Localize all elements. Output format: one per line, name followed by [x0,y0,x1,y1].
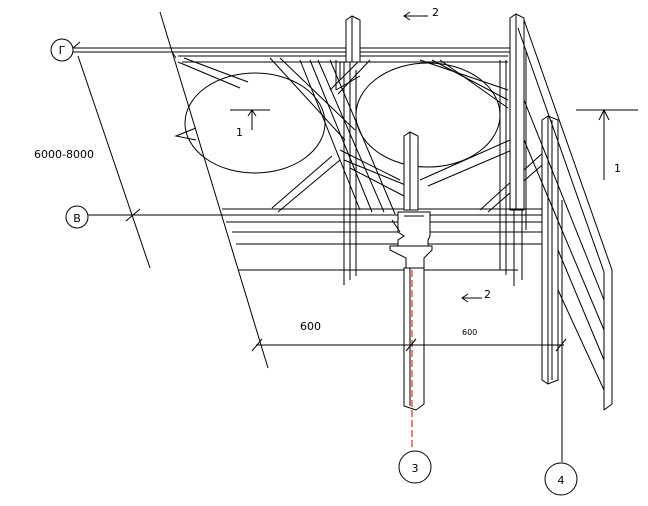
section-mark-1-left-label: 1 [236,126,243,139]
axis-bubble-4: 4 [544,380,578,496]
section-mark-2-top: 2 [403,6,439,21]
axis-line-v [88,208,548,222]
section-mark-1-left: 1 [230,109,270,139]
axis-label-v: В [73,212,81,225]
width-dimension-label: 600 [300,320,321,333]
span-dimension-label: 6000-8000 [34,148,94,161]
wall-edge-left [159,11,269,369]
section-mark-1-right: 1 [576,108,638,180]
section-mark-2-mid: 2 [461,288,491,303]
column-top [339,15,361,82]
opening-ellipse-left [184,72,326,174]
main-beam [222,208,548,271]
axis-label-4: 4 [558,474,565,487]
axis-bubble-g: Г [50,38,74,62]
opening-ellipse-right [355,62,501,168]
axis-label-g: Г [59,44,66,57]
top-beam [178,55,508,63]
right-side-panel [517,19,613,411]
bracing [177,57,549,215]
axis-line-g [65,41,510,55]
inner-posts [343,60,523,286]
column-rear-right [509,13,525,211]
axis-bubble-3: 3 [398,420,432,484]
column-right [541,115,563,460]
width-dimension-label-small: 600 [462,328,477,337]
width-dimension: 600 600 [251,320,567,352]
section-mark-2-top-label: 2 [432,6,439,19]
section-mark-1-right-label: 1 [614,162,621,175]
axis-label-3: 3 [412,462,419,475]
axis-bubble-v: В [65,205,89,229]
column-center [389,131,433,448]
section-mark-2-mid-label: 2 [484,288,491,301]
span-dimension: 6000-8000 [34,55,151,269]
